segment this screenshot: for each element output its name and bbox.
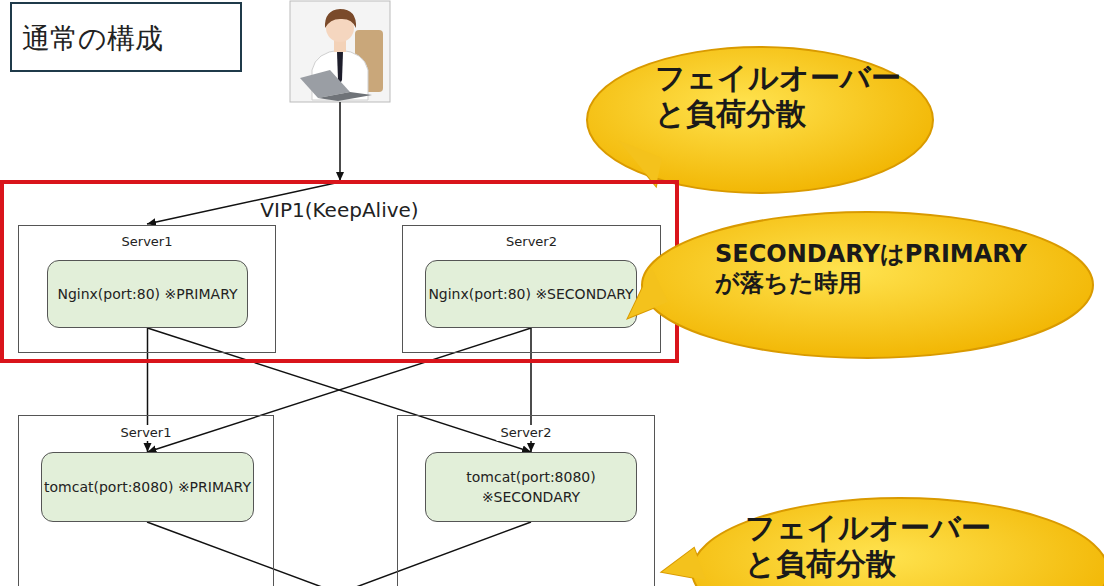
connector-arrow: [148, 328, 532, 452]
server-box: Server1 tomcat(port:8080) ※PRIMARY: [18, 415, 274, 586]
server-box: Server1Nginx(port:80) ※PRIMARY: [18, 225, 276, 353]
process-label: Nginx(port:80) ※PRIMARY: [57, 284, 237, 304]
server-box: Server2 tomcat(port:8080) ※SECONDARY: [397, 415, 655, 586]
process-box: Nginx(port:80) ※PRIMARY: [47, 260, 248, 328]
process-box: Nginx(port:80) ※SECONDARY: [425, 260, 637, 328]
bubble-shape: [640, 210, 1095, 360]
bubble-body: [642, 212, 1093, 358]
title-box: 通常の構成: [10, 2, 242, 72]
process-box: tomcat(port:8080) ※SECONDARY: [425, 452, 637, 522]
downstream-lines: [147, 522, 531, 586]
diagram-title: 通常の構成: [22, 22, 163, 56]
user-illustration: [290, 1, 390, 102]
bubble-tail-fill: [628, 268, 668, 318]
process-label: Nginx(port:80) ※SECONDARY: [428, 284, 633, 304]
server-box: Server2Nginx(port:80) ※SECONDARY: [402, 225, 661, 353]
bubble-tail-fill: [662, 548, 706, 580]
callout-text: フェイルオーバー と負荷分散: [745, 510, 1045, 582]
callout-bubble: SECONDARYはPRIMARY が落ちた時用: [640, 210, 1095, 360]
entry-arrow: [339, 102, 341, 181]
process-box: tomcat(port:8080) ※PRIMARY: [41, 452, 254, 522]
group-label: Server2: [497, 425, 556, 441]
group-label: Server2: [502, 234, 561, 250]
vip-region: VIP1(KeepAlive) Server1Nginx(port:80) ※PR…: [0, 180, 679, 363]
downstream-line: [348, 522, 531, 586]
bubble-body: [692, 498, 1104, 586]
connector-arrow: [148, 328, 532, 452]
callout-bubble: フェイルオーバー と負荷分散: [690, 496, 1104, 586]
group-label: Server1: [118, 234, 177, 250]
callout-text: フェイルオーバー と負荷分散: [655, 60, 935, 132]
callout-text: SECONDARYはPRIMARY が落ちた時用: [715, 240, 1035, 298]
downstream-line: [147, 522, 330, 586]
process-label: tomcat(port:8080) ※SECONDARY: [426, 467, 636, 507]
group-label: VIP1(KeepAlive): [4, 198, 675, 222]
group-label: Server1: [117, 425, 176, 441]
process-label: tomcat(port:8080) ※PRIMARY: [44, 477, 251, 497]
callout-bubble: フェイルオーバー と負荷分散: [585, 45, 935, 195]
